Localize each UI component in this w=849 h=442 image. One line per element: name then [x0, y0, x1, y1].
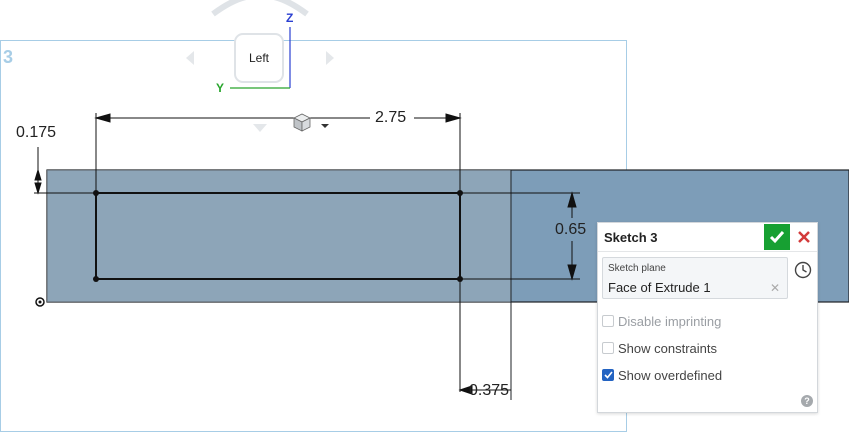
view-rotate-arrow-icon[interactable] — [211, 0, 259, 17]
height-dimension-value[interactable]: 0.65 — [555, 221, 587, 238]
cancel-button[interactable] — [792, 224, 816, 250]
sketch-plane-field-value: Face of Extrude 1 — [608, 280, 711, 295]
view-cube-menu-icon[interactable] — [293, 113, 329, 132]
view-right-arrow-icon[interactable] — [326, 51, 334, 65]
clear-selection-icon[interactable]: ✕ — [770, 281, 781, 295]
view-rotate-arrow-icon[interactable] — [261, 0, 309, 17]
dialog-header: Sketch 3 — [598, 223, 817, 252]
origin-marker-dot — [38, 300, 42, 304]
offset-right-dimension-lines[interactable] — [458, 279, 511, 395]
disable-imprinting-label: Disable imprinting — [618, 313, 722, 329]
show-constraints-checkbox[interactable] — [602, 342, 614, 354]
checkmark-icon — [603, 371, 613, 379]
sketch-dialog: Sketch 3 Sketch plane Face of Extrude 1 … — [597, 222, 818, 413]
show-constraints-option[interactable]: Show constraints — [602, 339, 717, 357]
height-dimension-lines[interactable] — [460, 191, 580, 281]
help-icon[interactable]: ? — [801, 395, 813, 407]
show-overdefined-checkbox[interactable] — [602, 369, 614, 381]
show-constraints-label[interactable]: Show constraints — [618, 340, 717, 356]
z-axis-label: Z — [286, 11, 294, 25]
disable-imprinting-checkbox — [602, 315, 614, 327]
history-clock-icon[interactable] — [794, 261, 812, 279]
disable-imprinting-option: Disable imprinting — [602, 312, 721, 330]
offset-top-dimension-value[interactable]: 0.175 — [16, 124, 57, 141]
view-left-arrow-icon[interactable] — [186, 51, 194, 65]
checkmark-icon — [769, 231, 785, 244]
offset-top-dimension-lines[interactable] — [34, 147, 96, 195]
show-overdefined-option[interactable]: Show overdefined — [602, 366, 722, 384]
show-overdefined-label[interactable]: Show overdefined — [618, 367, 723, 383]
sketch-plane-field-label: Sketch plane — [608, 263, 666, 274]
view-cube-face[interactable]: Left — [234, 33, 284, 83]
width-dimension-value[interactable]: 2.75 — [375, 109, 407, 126]
sketch-rectangle[interactable] — [95, 192, 461, 280]
sketch-vertex[interactable] — [93, 276, 99, 282]
plane-overlay — [47, 170, 511, 302]
view-down-arrow-icon[interactable] — [253, 124, 267, 132]
dialog-title: Sketch 3 — [604, 230, 658, 245]
sketch-plane-label: 3 — [3, 47, 14, 67]
close-icon — [798, 231, 810, 243]
width-dimension-lines[interactable] — [94, 113, 462, 193]
offset-right-dimension-value[interactable]: 0.375 — [469, 382, 510, 399]
y-axis-label: Y — [216, 81, 225, 95]
sketch-plane-field[interactable]: Sketch plane Face of Extrude 1 ✕ — [602, 257, 788, 299]
accept-button[interactable] — [764, 224, 790, 250]
